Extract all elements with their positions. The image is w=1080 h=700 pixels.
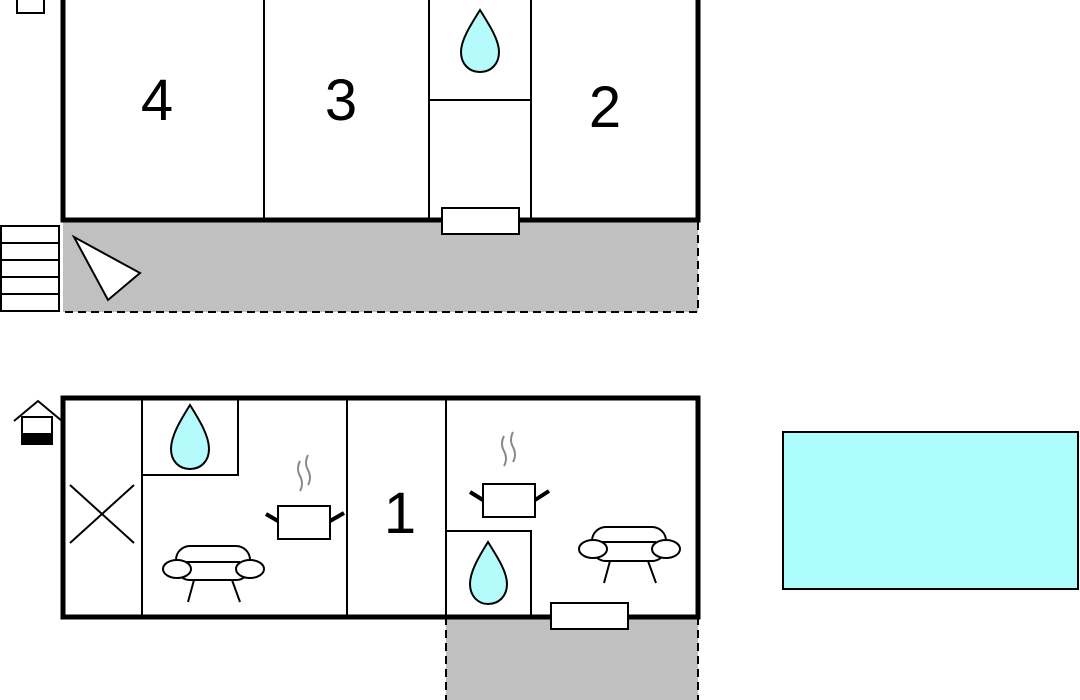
- stairs-icon: [0, 225, 60, 312]
- room-number-2: 2: [589, 75, 621, 140]
- house-icon: [13, 399, 63, 445]
- window-icon: [441, 207, 520, 235]
- window-icon: [550, 602, 629, 630]
- house-icon-fragment: [16, 0, 45, 14]
- water-drop-icon: [468, 540, 509, 606]
- upper-floor: 4 3 2: [0, 0, 701, 313]
- cross-icon: [69, 484, 135, 544]
- door-swing-icon: [71, 234, 142, 302]
- ground-terrace-edge: [445, 617, 699, 700]
- sofa-icon: [162, 545, 265, 603]
- ground-terrace: [446, 617, 698, 700]
- kitchen-pot-icon: [468, 431, 551, 518]
- upper-terrace: [63, 220, 698, 312]
- kitchen-pot-icon: [264, 454, 345, 540]
- upper-outer-wall: [60, 0, 701, 223]
- water-drop-icon: [169, 403, 211, 471]
- ground-outer-wall: [60, 395, 701, 620]
- bathroom-wall: [142, 398, 239, 476]
- sofa-icon: [578, 526, 681, 584]
- room-number-3: 3: [325, 68, 357, 133]
- water-drop-icon: [459, 8, 501, 74]
- swimming-pool: [782, 431, 1079, 590]
- ground-floor: 1: [13, 395, 701, 700]
- upper-terrace-edge: [63, 222, 699, 313]
- room-number-4: 4: [141, 68, 173, 133]
- room-number-1: 1: [384, 481, 416, 546]
- bathroom-wall: [446, 530, 532, 617]
